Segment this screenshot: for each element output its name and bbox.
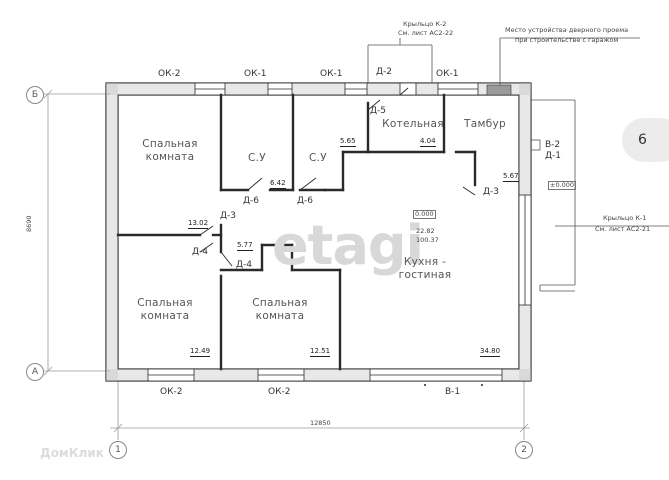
height-dimension: 8690: [25, 215, 33, 232]
window-label-top-2: ОК-1: [244, 69, 267, 79]
area-kitchen-sub-2: 100.37: [416, 236, 439, 244]
door-swings: [199, 87, 476, 267]
axis-b-marker: Б: [26, 86, 44, 104]
etagi-watermark: etagi: [272, 214, 424, 277]
axis-a-marker: А: [26, 363, 44, 381]
porch-k1: [531, 99, 669, 292]
area-577: 5.77: [237, 241, 253, 251]
door-label-d1: Д-1: [545, 151, 562, 161]
axis-lines: [35, 89, 530, 440]
porch-k2-note-2: См. лист АС2-22: [398, 29, 454, 37]
door-label-d5: Д-5: [370, 106, 387, 116]
room-boiler: Котельная: [382, 118, 444, 130]
domclick-watermark: ДомКлик: [40, 446, 104, 460]
porch-k2-note-1: Крыльцо К-2: [403, 20, 447, 28]
page-number-badge[interactable]: 6: [622, 118, 669, 162]
window-label-bottom-1: ОК-2: [160, 387, 183, 397]
area-565: 5.65: [340, 137, 356, 147]
axis-2-marker: 2: [515, 441, 533, 459]
area-bedroom-2: 12.49: [190, 347, 211, 357]
door-label-d4-left: Д-4: [192, 247, 209, 257]
door-label-d3-right: Д-3: [483, 187, 500, 197]
level-mark-right: ±0.000: [548, 181, 577, 190]
right-window: [518, 194, 532, 306]
porch-k1-note-2: См. лист АС2-21: [595, 225, 651, 233]
level-mark-center: 0.000: [413, 210, 436, 219]
area-boiler: 4.04: [420, 137, 436, 147]
porch-k2: [367, 37, 640, 85]
room-kitchen-living: Кухня -гостиная: [398, 256, 452, 281]
area-vestibule: 5.67: [503, 172, 519, 182]
window-label-bottom-3: В-1: [445, 387, 461, 397]
area-bedroom-3: 12.51: [310, 347, 331, 357]
window-label-bottom-2: ОК-2: [268, 387, 291, 397]
bottom-windows: [147, 368, 503, 382]
door-label-d4-right: Д-4: [236, 260, 253, 270]
door-placement-hatch: [486, 84, 512, 96]
interior-walls: [116, 93, 477, 371]
area-wc-1: 6.42: [270, 179, 286, 189]
room-vestibule: Тамбур: [464, 118, 506, 130]
room-wc-2: С.У: [309, 152, 327, 164]
door-place-note-2: при строительстве с гаражом: [515, 36, 619, 44]
window-label-top-1: ОК-2: [158, 69, 181, 79]
width-dimension: 12850: [310, 419, 331, 427]
bottom-marks: [424, 384, 483, 386]
room-wc-1: С.У: [248, 152, 266, 164]
window-label-right: В-2: [545, 140, 561, 150]
area-kitchen-living: 34.80: [480, 347, 501, 357]
area-kitchen-sub-1: 22.82: [416, 227, 435, 235]
door-place-note-1: Место устройства дверного проема: [505, 26, 629, 34]
window-label-top-4: ОК-1: [436, 69, 459, 79]
porch-k1-note-1: Крыльцо К-1: [603, 214, 647, 222]
door-label-d6-left: Д-6: [243, 196, 260, 206]
door-label-d2: Д-2: [376, 67, 393, 77]
axis-1-marker: 1: [109, 441, 127, 459]
area-bedroom-1: 13.02: [188, 219, 209, 229]
door-label-d6-right: Д-6: [297, 196, 314, 206]
window-label-top-3: ОК-1: [320, 69, 343, 79]
door-label-d3-left: Д-3: [220, 211, 237, 221]
